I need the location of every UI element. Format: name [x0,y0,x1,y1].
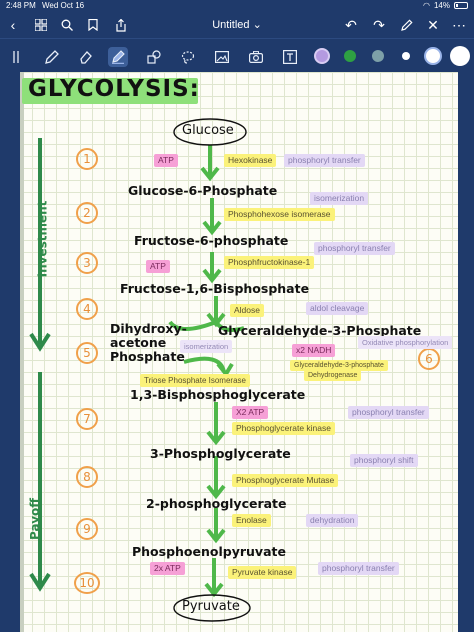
compound-fructose-1-6-bisphosphate: Fructose-1,6-Bisphosphate [120,281,310,296]
label-isomerization-2: isomerization [180,340,233,353]
phase-payoff: Payoff [28,498,42,540]
camera-tool-icon[interactable] [246,47,266,67]
label-hexokinase: Hexokinase [224,154,277,167]
compound-phosphoenolpyruvate: Phosphoenolpyruvate [132,544,286,559]
status-date: Wed Oct 16 [42,1,85,10]
close-icon[interactable]: ✕ [427,16,439,33]
status-right: ◠ 14% [423,1,468,10]
compound-dhap-line1: Dihydroxy- [110,321,187,336]
compound-glyceraldehyde-3-phosphate: Glyceraldehyde-3-Phosphate [218,323,422,338]
payoff-arrowhead [29,572,51,592]
label-dehydration: dehydration [306,514,359,527]
share-icon[interactable] [112,16,130,34]
step-3: 3 [76,252,98,274]
label-x2-atp-7: X2 ATP [232,406,269,419]
search-icon[interactable] [58,16,76,34]
compound-dhap-line3: Phosphate [110,349,185,364]
battery-icon [454,2,468,9]
eraser-tool-icon[interactable] [76,47,96,67]
investment-arrowhead [29,332,51,352]
nav-bar: ‹ Untitled ⌄ ↶ ↷ ✕ ⋯ [0,12,474,38]
size-medium-selected[interactable] [424,47,442,65]
note-page[interactable]: GLYCOLYSIS: Investment Payoff 1 2 3 4 5 [20,72,458,632]
label-phosphoryl-transfer-10: phosphoryl transfer [318,562,399,575]
page-heading: GLYCOLYSIS: [28,76,200,102]
label-oxidative-phosphorylation: Oxidative phosphorylation [358,336,453,349]
pyruvate-oval [173,594,251,622]
pen-tool-icon[interactable] [42,47,62,67]
label-phosphoryl-shift: phosphoryl shift [350,454,418,467]
green-arrows [168,145,245,598]
label-phosphoglycerate-kinase: Phosphoglycerate kinase [232,422,335,435]
label-x2-nadh: x2 NADH [292,344,336,357]
compound-pyruvate: Pyruvate [182,599,240,614]
size-large[interactable] [450,46,470,66]
compound-fructose-6-phosphate: Fructose-6-phosphate [134,233,289,248]
label-aldol-cleavage: aldol cleavage [306,302,369,315]
step-6: 6 [418,348,440,370]
step-7: 7 [76,408,98,430]
step-1: 1 [76,148,98,170]
document-title-button[interactable]: Untitled ⌄ [212,19,262,31]
status-time: 2:48 PM [6,1,36,10]
color-lavender-selected[interactable] [314,48,330,64]
label-g3p-dehydrogenase-1: Glyceraldehyde-3-phosphate [290,360,388,371]
redo-icon[interactable]: ↷ [373,16,385,33]
chevron-down-icon: ⌄ [252,19,262,31]
label-aldose: Aldose [230,304,264,317]
back-chevron-icon[interactable]: ‹ [10,17,16,33]
undo-icon[interactable]: ↶ [345,16,357,33]
edit-pencil-icon[interactable] [398,16,416,34]
lasso-tool-icon[interactable] [178,47,198,67]
step-2: 2 [76,202,98,224]
highlighter-tool-icon[interactable] [108,47,128,67]
drawing-toolbar [0,38,474,72]
wifi-icon: ◠ [423,1,430,10]
label-enolase: Enolase [232,514,271,527]
document-title: Untitled ⌄ [0,18,474,31]
compound-2-phosphoglycerate: 2-phosphoglycerate [146,496,287,511]
grid-view-icon[interactable] [32,16,50,34]
label-phosphoglycerate-mutase: Phosphoglycerate Mutase [232,474,339,487]
size-small[interactable] [402,52,410,60]
step-4: 4 [76,298,98,320]
step-9: 9 [76,518,98,540]
text-tool-icon[interactable] [280,47,300,67]
label-2x-atp-10: 2x ATP [150,562,185,575]
more-icon[interactable]: ⋯ [452,16,466,33]
battery-text: 14% [433,1,450,10]
compound-3-phosphoglycerate: 3-Phosphoglycerate [150,446,291,461]
label-atp-1: ATP [154,154,178,167]
flow-arrows [29,118,251,622]
compound-glucose-6-phosphate: Glucose-6-Phosphate [128,183,278,198]
color-teal[interactable] [372,50,384,62]
step-10: 10 [74,572,100,594]
shapes-tool-icon[interactable] [144,47,164,67]
label-pyruvate-kinase: Pyruvate kinase [228,566,297,579]
label-phosphoryl-transfer-7: phosphoryl transfer [348,406,429,419]
compound-dhap-line2: acetone [110,335,167,350]
compound-glucose: Glucose [182,123,234,138]
image-tool-icon[interactable] [212,47,232,67]
label-phosphoryl-transfer-2: phosphoryl transfer [314,242,395,255]
label-phosphofructokinase: Phosphfructokinase-1 [224,256,315,269]
label-triose-phosphate-isomerase: Triose Phosphate Isomerase [140,374,250,387]
phase-investment: Investment [35,200,50,278]
page-edge [20,72,24,632]
bookmark-icon[interactable] [84,16,102,34]
label-atp-3: ATP [146,260,170,273]
heading-highlight [22,78,198,104]
toolbar-collapse-icon[interactable] [8,47,28,67]
label-phosphoryl-transfer-1: phosphoryl transfer [284,154,365,167]
label-phosphohexose-isomerase: Phosphohexose isomerase [224,208,335,221]
label-g3p-dehydrogenase-2: Dehydrogenase [304,370,362,381]
glucose-oval [173,118,247,146]
color-green[interactable] [344,50,356,62]
status-bar: 2:48 PM Wed Oct 16 ◠ 14% [0,0,474,12]
step-5: 5 [76,342,98,364]
compound-1-3-bisphosphoglycerate: 1,3-Bisphosphoglycerate [130,387,306,402]
document-title-text: Untitled [212,19,250,31]
step-8: 8 [76,466,98,488]
label-isomerization-1: isomerization [310,192,369,205]
